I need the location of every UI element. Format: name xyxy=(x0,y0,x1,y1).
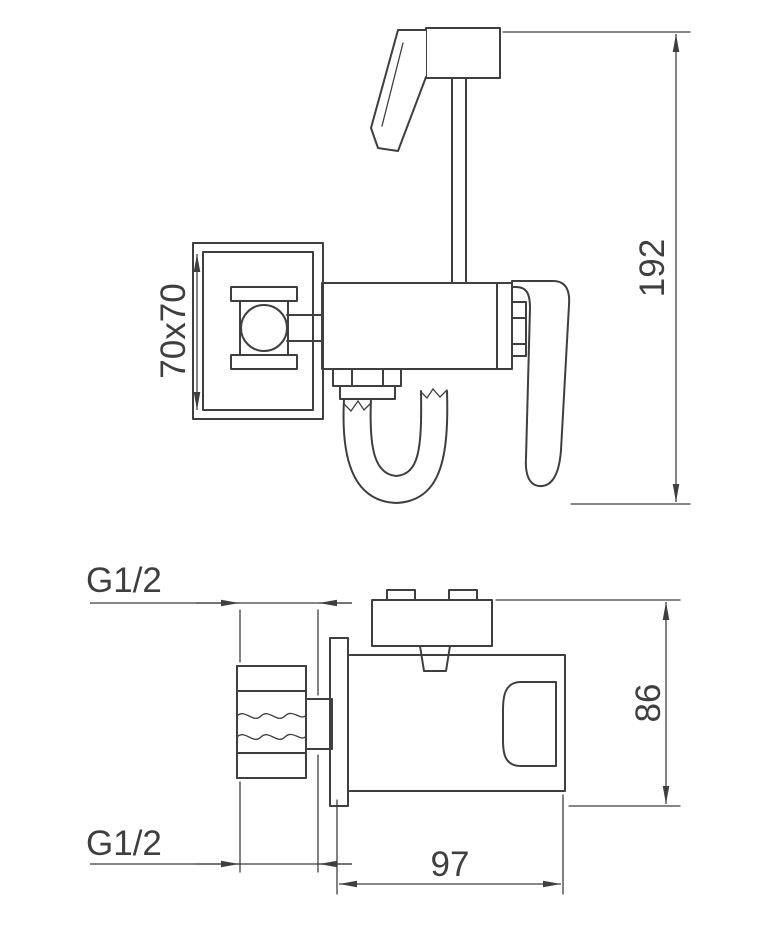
plate-inner xyxy=(202,251,314,411)
sprayer-holder xyxy=(371,589,493,672)
dimension-192: 192 xyxy=(502,31,691,505)
dimension-86: 86 xyxy=(495,599,681,807)
dimension-label-70x70: 70x70 xyxy=(154,283,193,378)
dimension-70x70: 70x70 xyxy=(154,254,201,410)
inlet-top-flange xyxy=(230,286,298,302)
outlet-nut xyxy=(332,368,402,387)
fitting-break-line1 xyxy=(236,712,307,719)
lever-stem xyxy=(511,301,527,357)
dimension-label-g12-bottom: G1/2 xyxy=(86,824,162,863)
fitting-break-line2 xyxy=(236,733,307,740)
inlet-fitting-front xyxy=(236,665,333,779)
sprayer-handle xyxy=(370,29,427,152)
inlet-bottom-flange xyxy=(230,354,298,370)
valve-body-side xyxy=(321,282,513,370)
fitting-collar xyxy=(305,698,333,750)
hose-break-right xyxy=(420,387,448,400)
holder-neck xyxy=(419,645,451,672)
holder-bracket xyxy=(371,599,493,647)
sprayer-head xyxy=(425,27,501,79)
hand-sprayer xyxy=(370,27,501,284)
holder-tab-left xyxy=(386,589,416,601)
dimension-label-86: 86 xyxy=(629,684,668,723)
hose-outer xyxy=(342,390,449,504)
valve-body-front xyxy=(329,637,566,807)
dimension-97: 97 xyxy=(336,794,564,895)
hose-assembly xyxy=(332,368,449,504)
lever-handle xyxy=(511,280,571,488)
dimension-label-97: 97 xyxy=(431,845,470,884)
dimension-g12-top: G1/2 xyxy=(86,561,352,696)
valve-body xyxy=(321,282,513,370)
body-front xyxy=(347,654,566,792)
wall-plate-side xyxy=(192,242,324,420)
dimension-label-192: 192 xyxy=(633,239,672,297)
sprayer-handle-detail xyxy=(381,42,404,127)
lever xyxy=(511,280,571,488)
dimension-g12-bottom: G1/2 xyxy=(86,754,352,873)
outlet-collar xyxy=(339,385,396,400)
holder-tab-right xyxy=(448,589,478,601)
side-view: 70x70 192 xyxy=(154,27,691,505)
hose-inner xyxy=(369,390,423,477)
plate-outer xyxy=(192,242,324,420)
inlet-circle xyxy=(240,304,288,352)
hose-break-left xyxy=(343,399,372,413)
front-view: G1/2 G1/2 86 97 xyxy=(86,561,681,895)
dimension-label-g12-top: G1/2 xyxy=(86,561,162,600)
inlet-fitting xyxy=(230,286,323,370)
cartridge-cap xyxy=(502,681,557,767)
